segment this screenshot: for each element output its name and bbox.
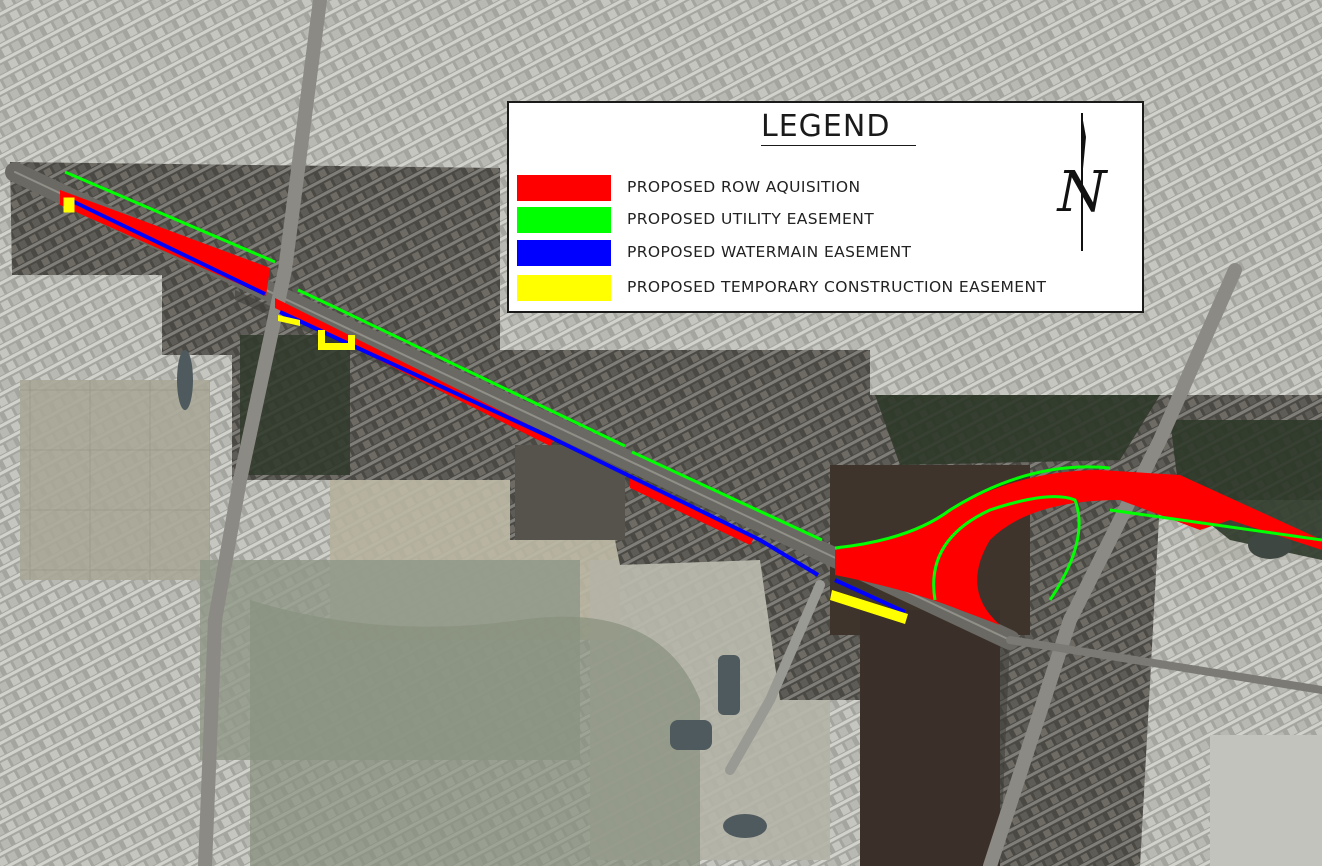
row-acquisition-swatch bbox=[517, 175, 611, 201]
water-features bbox=[177, 350, 1292, 838]
proposed-temporary-construction-easement bbox=[63, 197, 908, 624]
watermain-easement-swatch bbox=[517, 240, 611, 266]
legend-title: LEGEND bbox=[761, 109, 891, 144]
legend-item-label: PROPOSED WATERMAIN EASEMENT bbox=[627, 243, 912, 261]
legend-item-label: PROPOSED UTILITY EASEMENT bbox=[627, 210, 875, 228]
north-letter: N bbox=[1056, 160, 1109, 225]
north-arrow-icon: N bbox=[1056, 113, 1109, 251]
temporary-construction-easement-swatch bbox=[517, 275, 611, 301]
map-legend: LEGEND PROPOSED ROW AQUISITION PROPOSED … bbox=[507, 101, 1144, 313]
legend-title-underline bbox=[761, 145, 916, 146]
legend-item-label: PROPOSED TEMPORARY CONSTRUCTION EASEMENT bbox=[627, 278, 1047, 296]
proposed-watermain-easement bbox=[69, 198, 906, 614]
legend-item-label: PROPOSED ROW AQUISITION bbox=[627, 178, 861, 196]
utility-easement-swatch bbox=[517, 207, 611, 233]
proposed-utility-easement bbox=[64, 170, 1322, 601]
